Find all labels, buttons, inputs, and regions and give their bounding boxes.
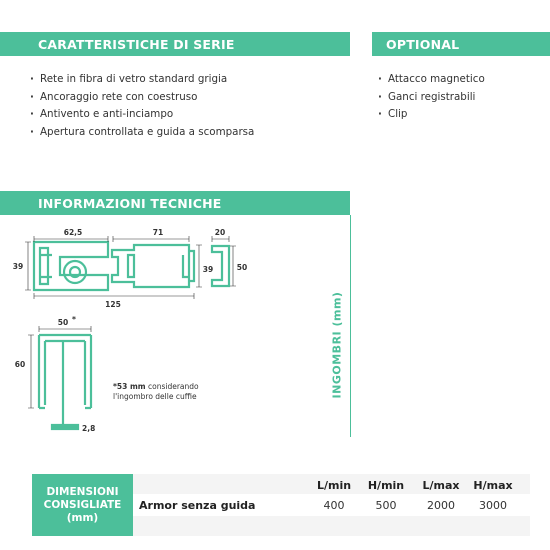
list-item: Ancoraggio rete con coestruso [30,89,254,107]
table-row-label: Armor senza guida [139,499,256,512]
optional-features-list: Attacco magnetico Ganci registrabili Cli… [378,71,485,124]
table-header-cell: L/min [316,479,352,492]
table-header-band [133,474,530,494]
dim-label: 39 [13,262,23,271]
technical-drawing: 62,5 71 20 39 39 50 125 50 * 60 2,8 [13,228,247,433]
table-cell: 400 [323,499,345,512]
box-line: CONSIGLIATE [43,498,122,511]
footnote: *53 mm considerando l'ingombro delle cuf… [113,382,199,402]
table-cell: 2000 [427,499,455,512]
asterisk-mark: * [72,315,76,324]
dim-label: 2,8 [82,424,95,433]
list-item: Antivento e anti-inciampo [30,106,254,124]
dim-label: 50 [58,318,68,327]
table-footer-band [133,516,530,536]
divider-line [350,215,351,437]
footnote-text: considerando [148,382,199,391]
dimensioni-consigliate-box: DIMENSIONI CONSIGLIATE (mm) [32,474,133,536]
dimension-lines [25,236,236,409]
dim-label: 62,5 [64,228,83,237]
section-title: OPTIONAL [386,36,460,52]
dim-label: 50 [237,263,247,272]
table-cell: 3000 [479,499,507,512]
dim-label: 71 [153,228,163,237]
table-header-cell: H/max [473,479,513,492]
dim-label: 39 [203,265,213,274]
list-item: Ganci registrabili [378,89,485,107]
table-cell: 500 [375,499,397,512]
dim-label: 125 [105,300,121,309]
section-title: CARATTERISTICHE DI SERIE [38,36,235,52]
serie-features-list: Rete in fibra di vetro standard grigia A… [30,71,254,141]
table-header-cell: H/min [367,479,405,492]
section-header-optional: OPTIONAL [372,32,550,56]
dim-label: 60 [15,360,25,369]
box-line: DIMENSIONI [46,485,119,498]
profile-section-drawing [32,240,231,431]
footnote-line2: l'ingombro delle cuffie [113,392,197,401]
box-line: (mm) [66,511,99,524]
section-header-caratteristiche: CARATTERISTICHE DI SERIE [0,32,350,56]
table-header-cell: L/max [422,479,460,492]
section-header-informazioni: INFORMAZIONI TECNICHE [0,191,350,215]
dim-label: 20 [215,228,225,237]
ingombri-text: INGOMBRI (mm) [330,291,344,399]
list-item: Clip [378,106,485,124]
list-item: Rete in fibra di vetro standard grigia [30,71,254,89]
list-item: Attacco magnetico [378,71,485,89]
list-item: Apertura controllata e guida a scomparsa [30,124,254,142]
footnote-bold: *53 mm [113,382,146,391]
section-title: INFORMAZIONI TECNICHE [38,195,222,211]
